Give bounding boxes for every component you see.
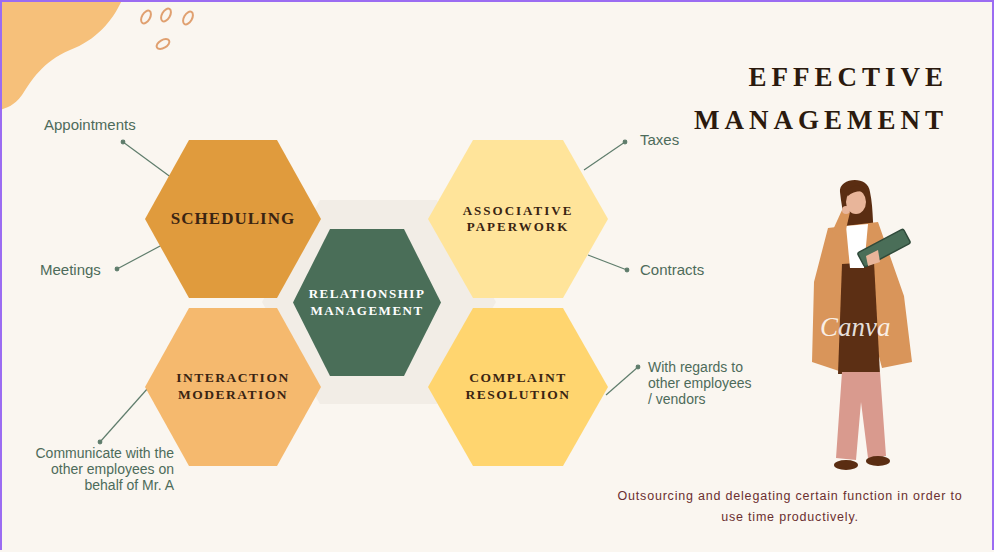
node-label: COMPLAINT RESOLUTION [452, 370, 585, 404]
watermark: Canva [820, 312, 910, 342]
callout-label: Contracts [640, 262, 740, 278]
hexagon-node: ASSOCIATIVE PAPERWORK [428, 140, 608, 298]
node-label: RELATIONSHIP MANAGEMENT [301, 286, 434, 319]
callout-label: Taxes [640, 132, 720, 148]
corner-blob [0, 0, 122, 110]
hexagon-node: COMPLAINT RESOLUTION [428, 308, 608, 466]
hexagon-fill [428, 308, 608, 466]
hexagon-fill [428, 140, 608, 298]
title: EFFECTIVE MANAGEMENT [673, 56, 948, 142]
callout-label: With regards to other employees / vendor… [648, 359, 754, 407]
hexagon-fill [145, 140, 321, 298]
woman-illustration [812, 180, 912, 470]
hexagon-node: SCHEDULING [145, 140, 321, 298]
hexagon-fill [293, 229, 441, 376]
callout-label: Meetings [40, 262, 140, 278]
seed-marks [139, 7, 195, 51]
node-label: ASSOCIATIVE PAPERWORK [452, 203, 585, 236]
callout-label: Appointments [44, 117, 164, 133]
leader-lines [98, 140, 640, 444]
node-label: SCHEDULING [168, 208, 298, 229]
hexagon-fill [145, 308, 321, 466]
hexagon-node: RELATIONSHIP MANAGEMENT [293, 229, 441, 376]
callout-label: Communicate with the other employees on … [22, 445, 174, 493]
hexagon-node: INTERACTION MODERATION [145, 308, 321, 466]
node-label: INTERACTION MODERATION [168, 370, 298, 404]
caption: Outsourcing and delegating certain funct… [614, 486, 966, 528]
